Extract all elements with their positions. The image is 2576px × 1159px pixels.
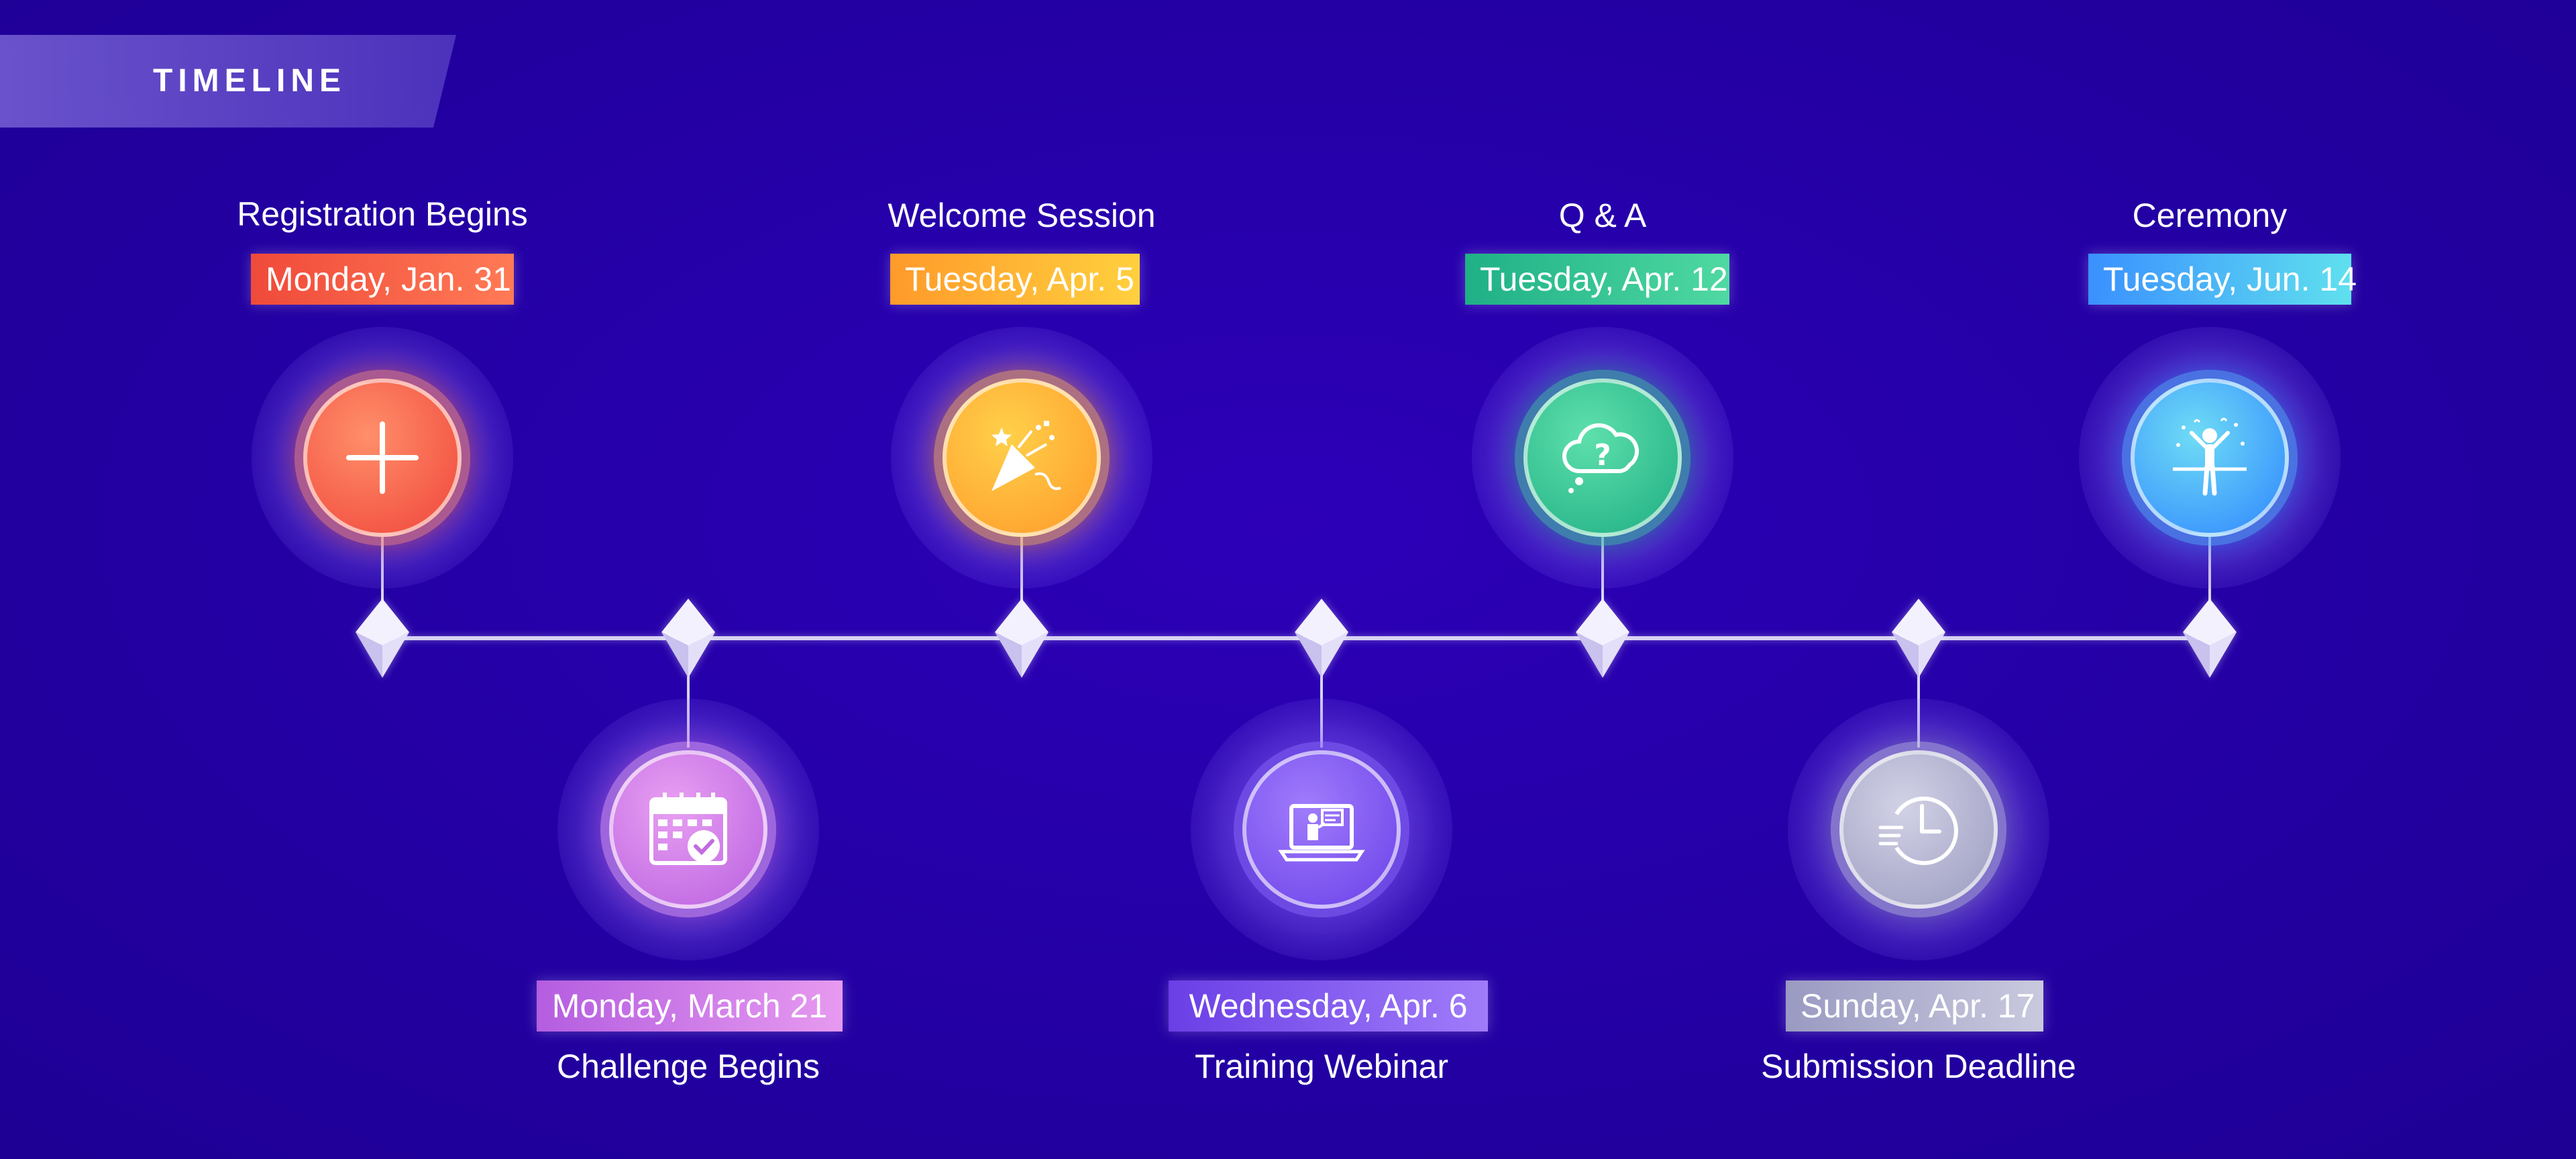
event-circle-training-webinar — [1242, 750, 1401, 909]
event-circle-registration-begins — [303, 379, 462, 537]
event-title-training-webinar: Training Webinar — [1195, 1048, 1448, 1085]
stem-event-5 — [1601, 537, 1604, 636]
event-date-registration-begins: Monday, Jan. 31 — [251, 254, 514, 305]
event-node-challenge-begins — [557, 699, 819, 960]
milestone-diamond-6 — [1892, 599, 1945, 678]
milestone-diamond-2 — [661, 599, 715, 678]
event-title-q-and-a: Q & A — [1558, 197, 1647, 234]
question-cloud-icon: ? — [1562, 423, 1640, 493]
stem-event-7 — [2208, 537, 2211, 636]
event-date-training-webinar: Wednesday, Apr. 6 — [1169, 980, 1488, 1031]
event-date-ceremony: Tuesday, Jun. 14 — [2088, 254, 2357, 305]
event-date-q-and-a: Tuesday, Apr. 12 — [1465, 254, 1729, 305]
event-title-submission-deadline: Submission Deadline — [1761, 1048, 2076, 1085]
event-date-submission-deadline: Sunday, Apr. 17 — [1786, 980, 2043, 1031]
event-node-submission-deadline — [1788, 699, 2049, 960]
timeline-axis — [382, 636, 2210, 640]
stem-event-2 — [687, 640, 690, 748]
calendar-check-icon — [649, 793, 727, 865]
event-circle-ceremony — [2131, 379, 2289, 537]
event-node-welcome-session — [891, 327, 1152, 589]
event-title-ceremony: Ceremony — [2132, 197, 2288, 234]
event-circle-welcome-session — [943, 379, 1101, 537]
event-title-challenge-begins: Challenge Begins — [557, 1048, 820, 1085]
stem-event-4 — [1320, 640, 1323, 748]
event-node-ceremony — [2079, 327, 2341, 589]
event-node-q-and-a: ? — [1472, 327, 1733, 589]
timeline-banner — [0, 35, 456, 128]
milestone-diamond-3 — [995, 599, 1049, 678]
event-circle-submission-deadline — [1839, 750, 1998, 909]
laptop-presentation-icon — [1278, 804, 1365, 862]
event-date-challenge-begins: Monday, March 21 — [537, 980, 843, 1031]
clock-icon — [1878, 797, 1958, 865]
svg-text:?: ? — [1594, 438, 1611, 472]
milestone-diamond-7 — [2183, 599, 2237, 678]
event-date-welcome-session: Tuesday, Apr. 5 — [890, 254, 1140, 305]
milestone-diamond-1 — [356, 599, 409, 678]
event-node-training-webinar — [1191, 699, 1452, 960]
page-title: TIMELINE — [153, 63, 346, 99]
event-title-registration-begins: Registration Begins — [237, 195, 528, 233]
stem-event-3 — [1020, 537, 1023, 636]
stem-event-6 — [1917, 640, 1920, 748]
party-popper-icon — [991, 421, 1061, 491]
stem-event-1 — [381, 537, 384, 636]
milestone-diamond-4 — [1295, 599, 1348, 678]
plus-icon — [346, 421, 419, 494]
milestone-diamond-5 — [1576, 599, 1629, 678]
event-circle-q-and-a: ? — [1523, 379, 1682, 537]
celebrating-person-icon — [2173, 417, 2247, 496]
event-title-welcome-session: Welcome Session — [888, 197, 1156, 234]
event-node-registration-begins — [252, 327, 513, 589]
event-circle-challenge-begins — [609, 750, 767, 909]
